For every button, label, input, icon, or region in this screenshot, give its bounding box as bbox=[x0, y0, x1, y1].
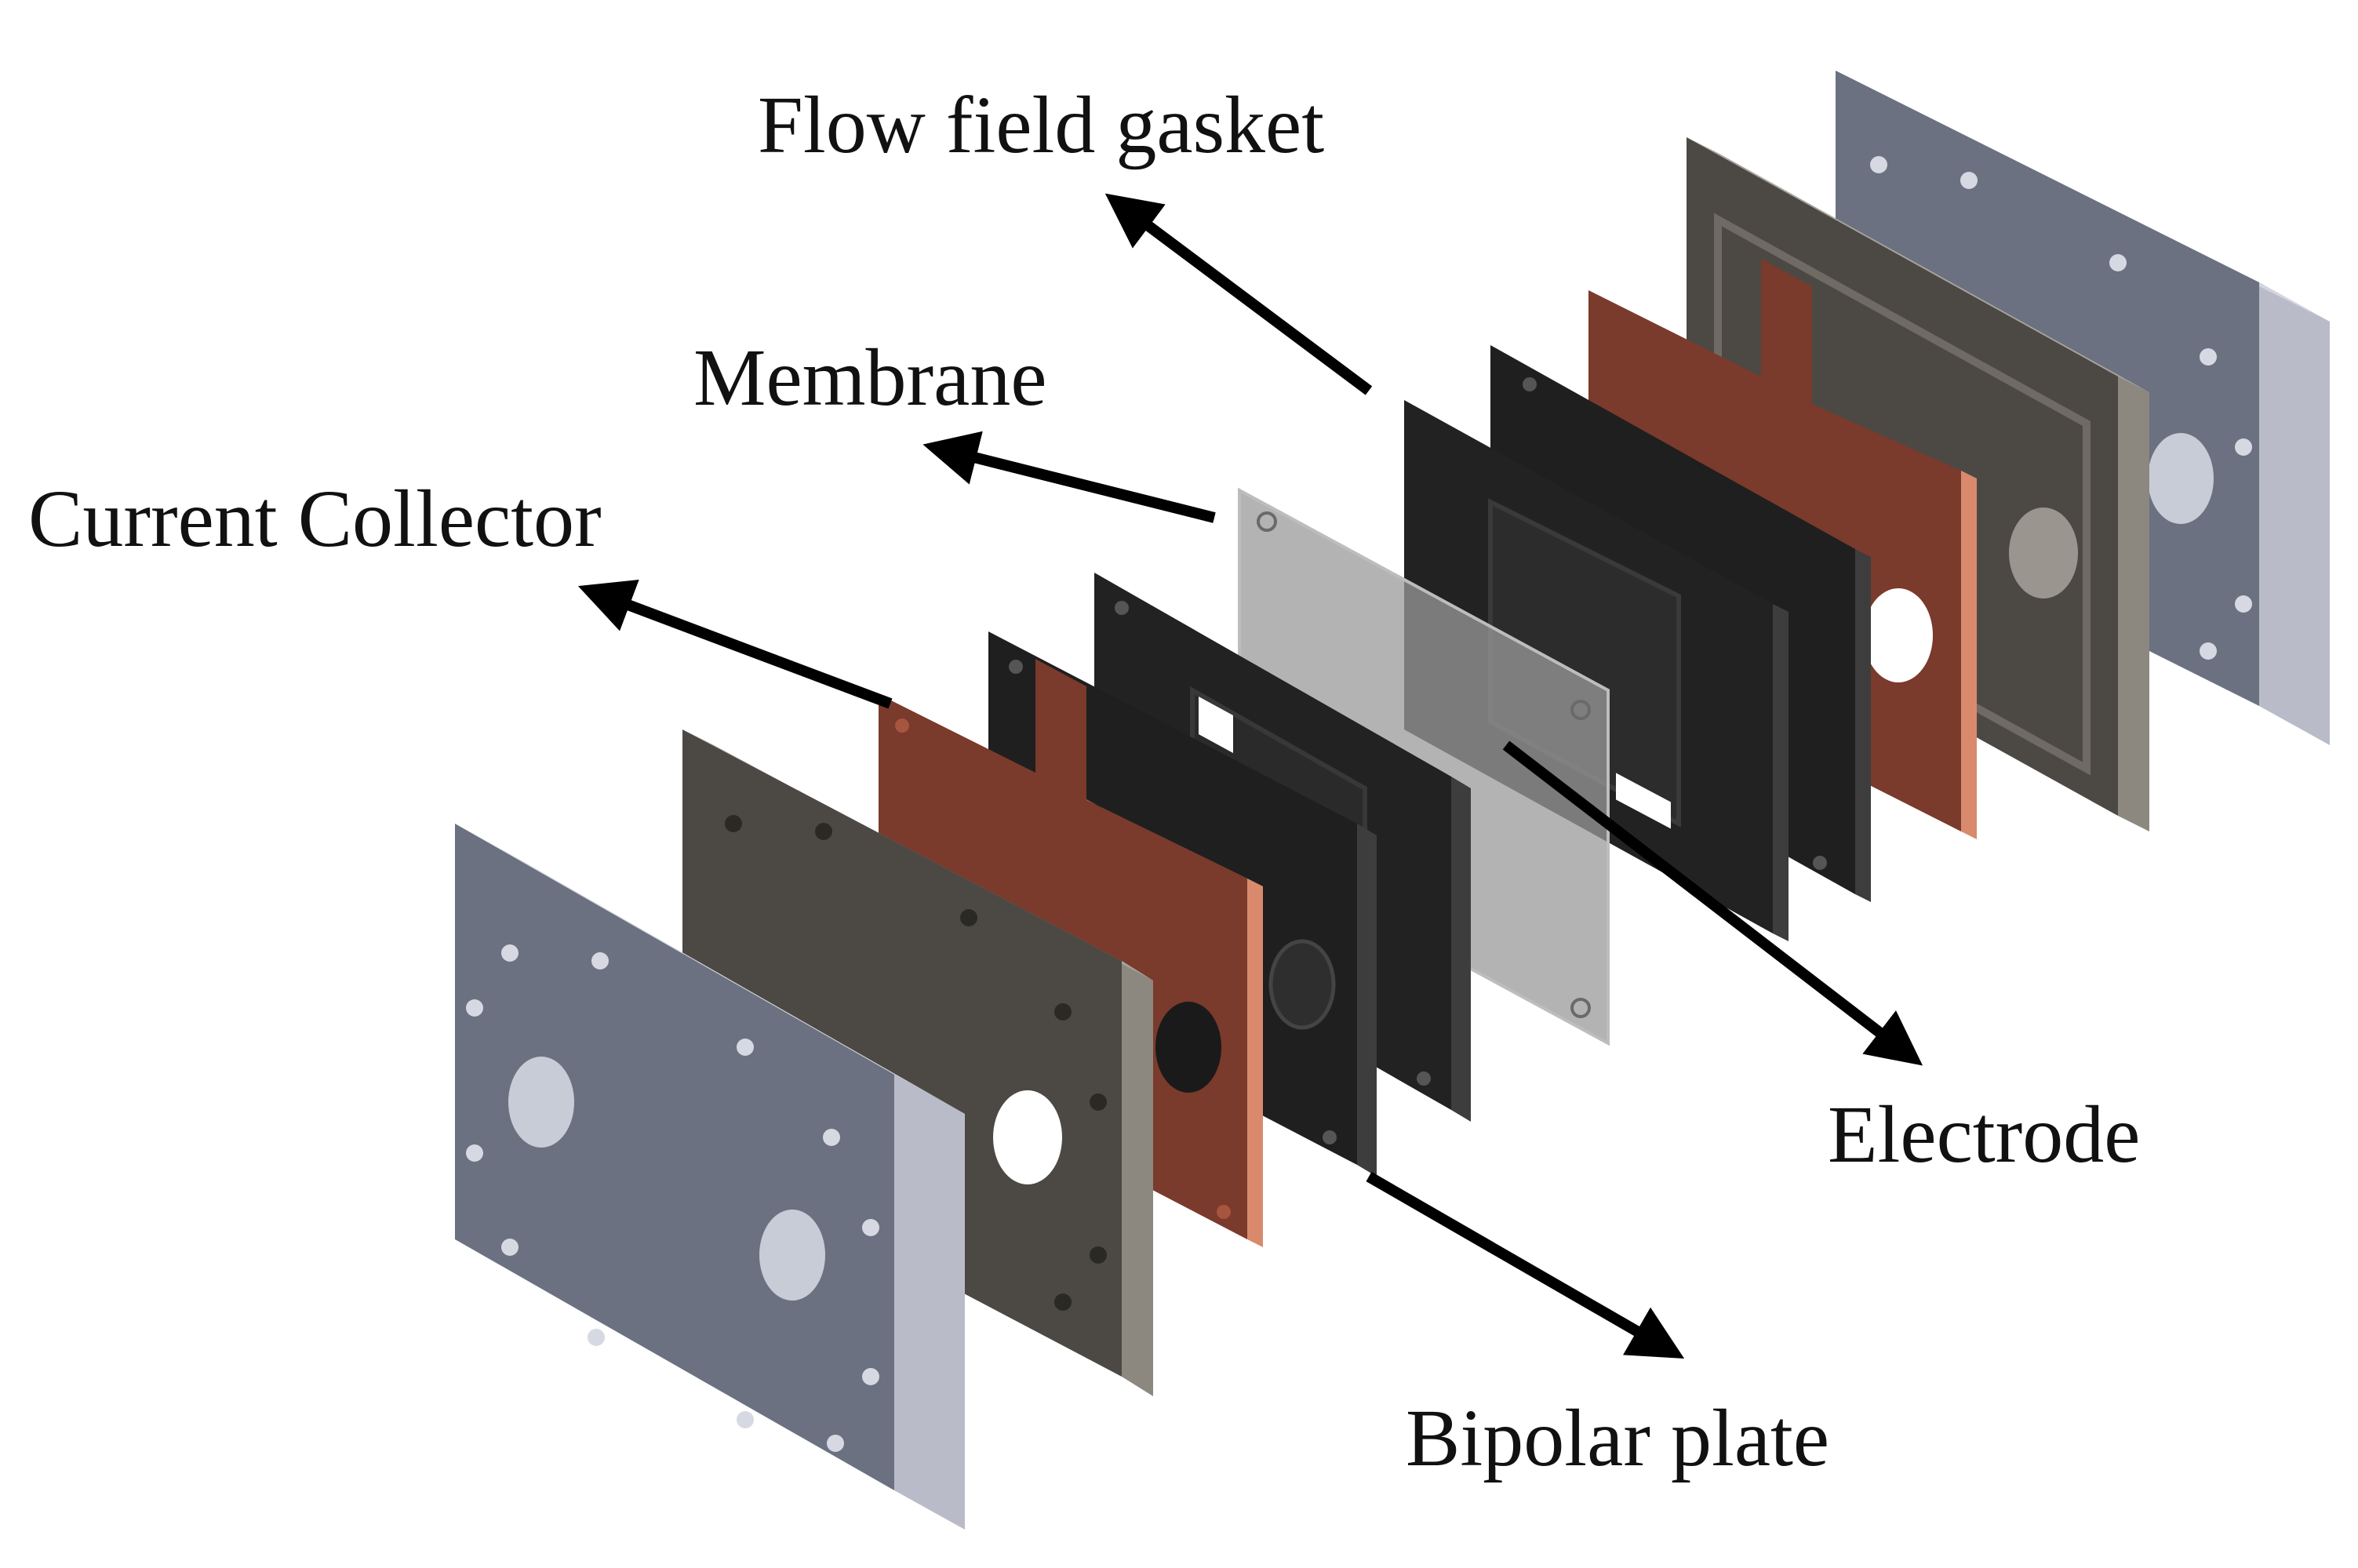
label-current-collector: Current Collector bbox=[28, 474, 602, 564]
arrow-membrane bbox=[922, 431, 1216, 523]
end-plate-back-bolt-holes bbox=[1870, 156, 2252, 660]
gasket-front-face bbox=[682, 729, 1122, 1377]
arrow-flow-field-gasket bbox=[1104, 193, 1373, 395]
label-membrane: Membrane bbox=[693, 333, 1047, 423]
end-plate-front-port-1 bbox=[508, 1057, 574, 1148]
arrow-electrode bbox=[1502, 740, 1923, 1066]
label-bipolar-plate: Bipolar plate bbox=[1406, 1393, 1830, 1483]
end-plate-back-side bbox=[2259, 282, 2330, 745]
current-collector-front-port bbox=[1155, 1002, 1221, 1093]
arrow-current-collector bbox=[577, 579, 893, 709]
gasket-front-port bbox=[993, 1090, 1062, 1184]
label-electrode: Electrode bbox=[1828, 1090, 2141, 1180]
gasket-front bbox=[682, 729, 1153, 1396]
end-plate-front-face bbox=[455, 824, 894, 1490]
end-plate-front bbox=[455, 824, 965, 1530]
current-collector-back-port bbox=[1864, 588, 1933, 682]
arrow-bipolar-plate bbox=[1366, 1171, 1685, 1359]
label-flow-field-gasket: Flow field gasket bbox=[758, 80, 1325, 170]
end-plate-front-bolt-holes bbox=[466, 944, 879, 1452]
gasket-back-port bbox=[2009, 508, 2078, 598]
end-plate-front-port-2 bbox=[759, 1210, 825, 1301]
bipolar-plate-front-port bbox=[1268, 939, 1336, 1030]
end-plate-back-port bbox=[2148, 433, 2214, 524]
